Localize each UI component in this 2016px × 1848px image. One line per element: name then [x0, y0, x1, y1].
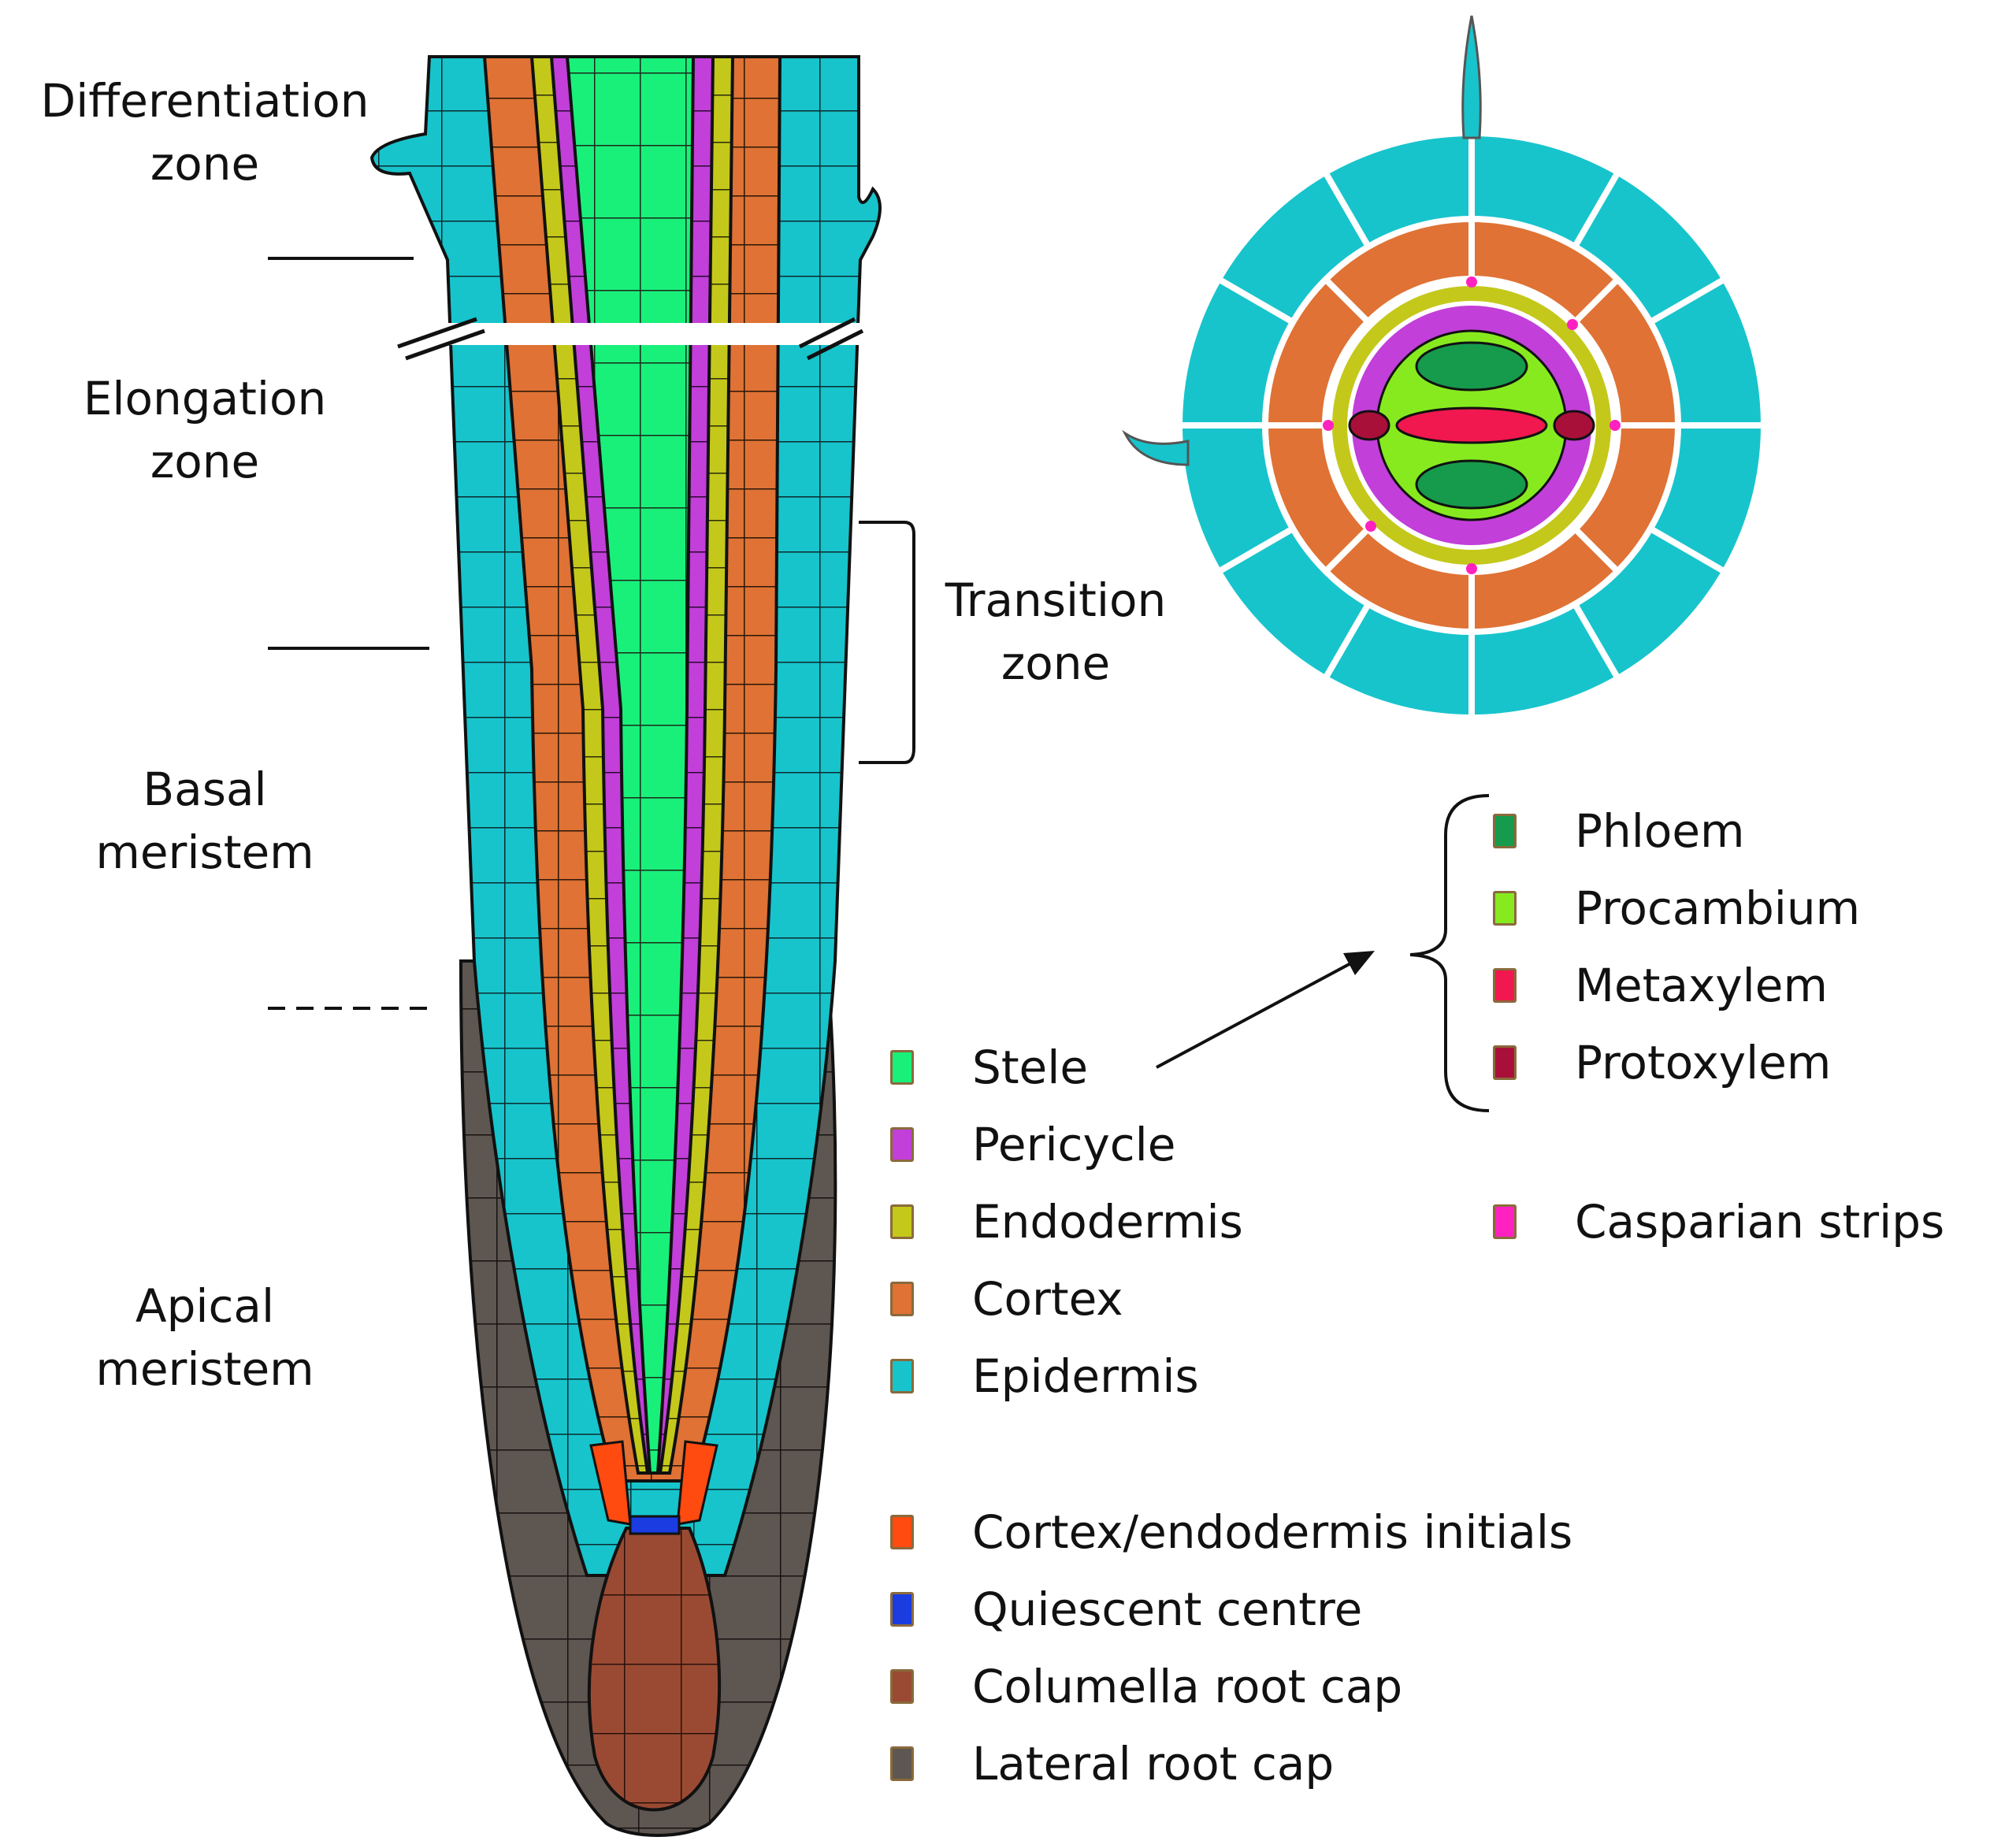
legend-label: Metaxylem — [1575, 959, 1828, 1012]
section-break — [441, 323, 867, 345]
legend-item-quiescent-centre: Quiescent centre — [890, 1582, 1362, 1637]
legend-label: Procambium — [1575, 881, 1861, 935]
stele-legend-brace — [1409, 794, 1490, 1112]
legend-item-cortex: Cortex — [890, 1271, 1123, 1327]
stele-arrow-head — [1343, 951, 1375, 975]
legend-item-metaxylem: Metaxylem — [1493, 958, 1828, 1013]
cross-protoxylem-right — [1553, 410, 1595, 441]
legend-swatch — [890, 1669, 914, 1704]
legend-item-endodermis: Endodermis — [890, 1194, 1243, 1249]
legend-label: Columella root cap — [972, 1660, 1403, 1713]
legend-item-phloem: Phloem — [1493, 803, 1745, 859]
transition-zone-bracket — [859, 521, 915, 764]
legend-item-stele: Stele — [890, 1040, 1088, 1095]
zone-label-transition: Transition zone — [945, 573, 1167, 690]
legend-item-lateral-root-cap: Lateral root cap — [890, 1736, 1334, 1791]
zone-label-elongation: Elongation zone — [83, 372, 327, 488]
legend-swatch — [1493, 968, 1517, 1003]
root-hair-top — [1461, 15, 1482, 139]
zone-label-apical: Apical meristem — [95, 1279, 314, 1396]
cross-phloem-bottom — [1415, 459, 1528, 510]
legend-swatch — [890, 1127, 914, 1162]
legend-label: Cortex — [972, 1272, 1123, 1326]
legend-label: Phloem — [1575, 804, 1745, 858]
legend-label: Cortex/endodermis initials — [972, 1505, 1573, 1559]
legend-swatch — [890, 1746, 914, 1781]
cross-casparian-strips — [1323, 276, 1621, 574]
quiescent-centre — [629, 1515, 681, 1535]
legend-swatch — [1493, 1204, 1517, 1239]
root-cross-section — [1122, 15, 1765, 719]
legend-item-casparian-strips: Casparian strips — [1493, 1194, 1944, 1249]
legend-item-cortex-endodermis-initials: Cortex/endodermis initials — [890, 1505, 1572, 1560]
legend-label: Stele — [972, 1041, 1089, 1094]
legend-item-protoxylem: Protoxylem — [1493, 1035, 1831, 1090]
legend-swatch — [1493, 891, 1517, 926]
longitudinal-root-section — [268, 55, 915, 1837]
cross-phloem-top — [1415, 341, 1528, 391]
legend-swatch — [1493, 814, 1517, 848]
stele-core — [565, 55, 696, 1475]
legend-item-procambium: Procambium — [1493, 881, 1860, 936]
legend-swatch — [890, 1592, 914, 1627]
stele-arrow-line — [1156, 959, 1356, 1069]
legend-label: Endodermis — [972, 1195, 1243, 1249]
zone-label-differentiation: Differentiation zone — [40, 74, 369, 191]
legend-label: Lateral root cap — [972, 1737, 1335, 1790]
legend-label: Protoxylem — [1575, 1036, 1832, 1089]
legend-label: Quiescent centre — [972, 1583, 1363, 1636]
zone-label-basal: Basal meristem — [95, 763, 314, 879]
legend-item-pericycle: Pericycle — [890, 1117, 1175, 1172]
legend-label: Pericycle — [972, 1118, 1176, 1171]
cross-protoxylem-left — [1348, 410, 1390, 441]
legend-swatch — [890, 1515, 914, 1549]
legend-swatch — [1493, 1045, 1517, 1080]
cortex-endodermis-initial-right — [676, 1440, 718, 1526]
legend-swatch — [890, 1204, 914, 1239]
legend-item-columella-root-cap: Columella root cap — [890, 1659, 1402, 1714]
legend-swatch — [890, 1282, 914, 1316]
legend-swatch — [890, 1359, 914, 1393]
legend-swatch — [890, 1050, 914, 1085]
legend-item-epidermis: Epidermis — [890, 1349, 1199, 1404]
legend-label: Casparian strips — [1575, 1195, 1945, 1249]
cross-metaxylem — [1395, 406, 1548, 444]
root-hair-left — [1122, 429, 1190, 466]
legend-label: Epidermis — [972, 1349, 1199, 1403]
columella-root-cap — [587, 1527, 722, 1812]
